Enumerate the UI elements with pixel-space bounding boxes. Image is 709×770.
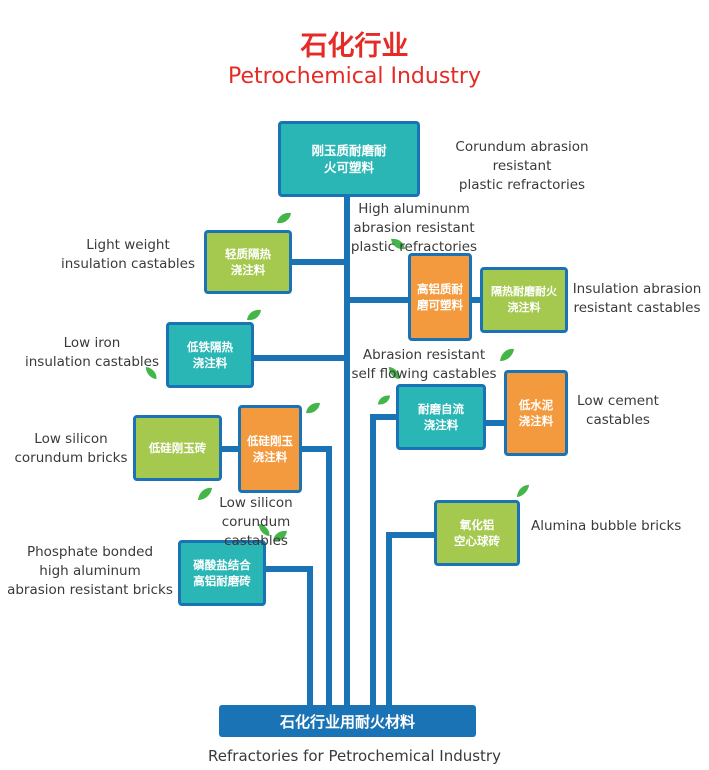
leaf-icon [516,484,530,498]
leaf-icon [306,402,320,414]
node-low-silicon-bricks-cn: 低硅刚玉砖 [148,441,207,455]
base-bar: 石化行业用耐火材料 [219,705,476,737]
leaf-icon [258,523,270,537]
title-cn: 石化行业 [300,31,409,62]
label-corundum-plastic: Corundum abrasion resistant plastic refr… [455,139,589,193]
label-insulation-abrasion: Insulation abrasion resistant castables [572,281,702,316]
label-high-alu-plastic: High aluminunm abrasion resistant plasti… [350,201,478,255]
node-low-cement: 低水泥 浇注料 [504,370,568,456]
label-low-cement: Low cement castables [577,393,659,428]
base-caption: Refractories for Petrochemical Industry [208,747,501,765]
node-low-silicon-bricks: 低硅刚玉砖 [133,415,222,481]
leaf-icon [145,366,157,380]
node-high-alu-plastic: 高铝质耐 磨可塑料 [408,253,472,341]
node-low-silicon-castables-cn: 低硅刚玉 浇注料 [247,434,293,464]
node-self-flowing: 耐磨自流 浇注料 [396,384,486,450]
label-low-silicon-castables: Low silicon corundum castables [219,495,293,549]
label-alumina-bubble: Alumina bubble bricks [531,518,682,534]
node-insulation-abrasion: 隔热耐磨耐火 浇注料 [480,267,568,333]
leaf-icon [247,309,261,321]
node-phosphate-cn: 磷酸盐结合 高铝耐磨砖 [193,558,251,588]
title-en: Petrochemical Industry [228,64,481,89]
label-phosphate: Phosphate bonded high aluminum abrasion … [7,544,173,598]
leaf-icon [277,212,291,224]
node-corundum-plastic-cn: 刚玉质耐磨耐 火可塑料 [311,143,387,175]
node-high-alu-plastic-cn: 高铝质耐 磨可塑料 [417,282,463,312]
leaf-icon [388,366,400,380]
label-low-silicon-bricks: Low silicon corundum bricks [14,431,128,466]
node-low-cement-cn: 低水泥 浇注料 [518,398,554,428]
leaf-icon [198,487,212,500]
node-alumina-bubble-cn: 氧化铝 空心球砖 [454,518,500,548]
node-alumina-bubble: 氧化铝 空心球砖 [434,500,520,566]
leaf-icon [391,238,405,250]
node-low-silicon-castables: 低硅刚玉 浇注料 [238,405,302,493]
label-low-iron: Low iron insulation castables [24,335,160,370]
leaf-icon [273,530,287,542]
node-low-iron: 低铁隔热 浇注料 [166,322,254,388]
node-self-flowing-cn: 耐磨自流 浇注料 [418,402,464,432]
label-self-flowing: Abrasion resistant self flowing castable… [351,347,497,382]
label-light-weight: Light weight insulation castables [60,237,196,272]
leaf-icon [377,395,391,405]
node-low-iron-cn: 低铁隔热 浇注料 [187,340,233,370]
base-title-cn: 石化行业用耐火材料 [279,712,415,731]
node-corundum-plastic: 刚玉质耐磨耐 火可塑料 [278,121,420,197]
node-insulation-abrasion-cn: 隔热耐磨耐火 浇注料 [491,285,557,314]
node-light-weight-cn: 轻质隔热 浇注料 [225,247,271,277]
node-phosphate: 磷酸盐结合 高铝耐磨砖 [178,540,266,606]
node-light-weight: 轻质隔热 浇注料 [204,230,292,294]
leaf-icon [500,348,514,361]
